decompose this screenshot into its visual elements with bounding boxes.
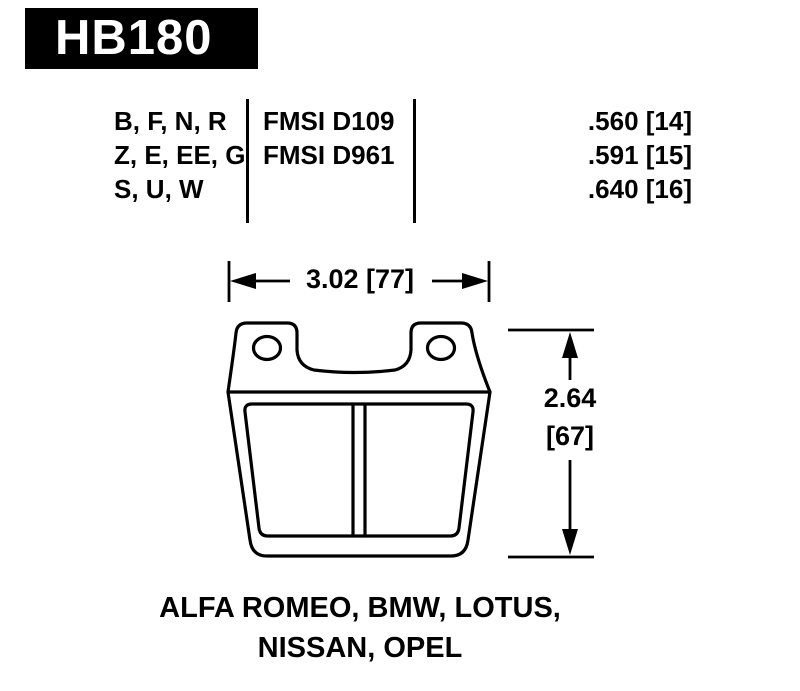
thickness-row: .560 [14] [587,106,692,136]
height-dimension-label-mm: [67] [545,421,594,451]
height-arrowhead-top [562,332,578,358]
pad-outer-outline [226,321,492,558]
width-dimension-label: 3.02 [77] [305,264,415,294]
height-dimension-label-inches: 2.64 [543,383,597,413]
table-divider [413,99,416,223]
height-dimension-lines [508,328,594,559]
compound-codes-row: S, U, W [114,174,204,204]
compound-codes-row: Z, E, EE, G [114,140,246,170]
width-dimension-lines [227,261,491,302]
width-arrowhead-left [230,273,256,289]
height-arrowhead-bottom [562,529,578,555]
fmsi-column: FMSI D109 FMSI D961 [263,104,395,172]
part-number-text: HB180 [55,11,213,65]
pad-mounting-hole-left [251,334,283,362]
thickness-row: .591 [15] [587,140,692,170]
vehicle-applications: ALFA ROMEO, BMW, LOTUS, NISSAN, OPEL [60,588,660,668]
pad-friction-outline [243,402,475,538]
part-number-badge: HB180 [25,8,258,69]
fmsi-row: FMSI D109 [263,106,395,136]
table-divider [246,99,249,223]
compound-codes-column: B, F, N, R Z, E, EE, G S, U, W [114,104,245,206]
pad-drawing [226,321,492,558]
fmsi-row: FMSI D961 [263,140,395,170]
thickness-column: .560 [14] .591 [15] .640 [16] [535,104,692,206]
thickness-row: .640 [16] [587,174,692,204]
pad-mounting-hole-right [425,334,457,362]
applications-line-2: NISSAN, OPEL [257,632,463,664]
width-arrowhead-right [462,273,488,289]
applications-line-1: ALFA ROMEO, BMW, LOTUS, [159,592,561,624]
compound-codes-row: B, F, N, R [114,106,227,136]
